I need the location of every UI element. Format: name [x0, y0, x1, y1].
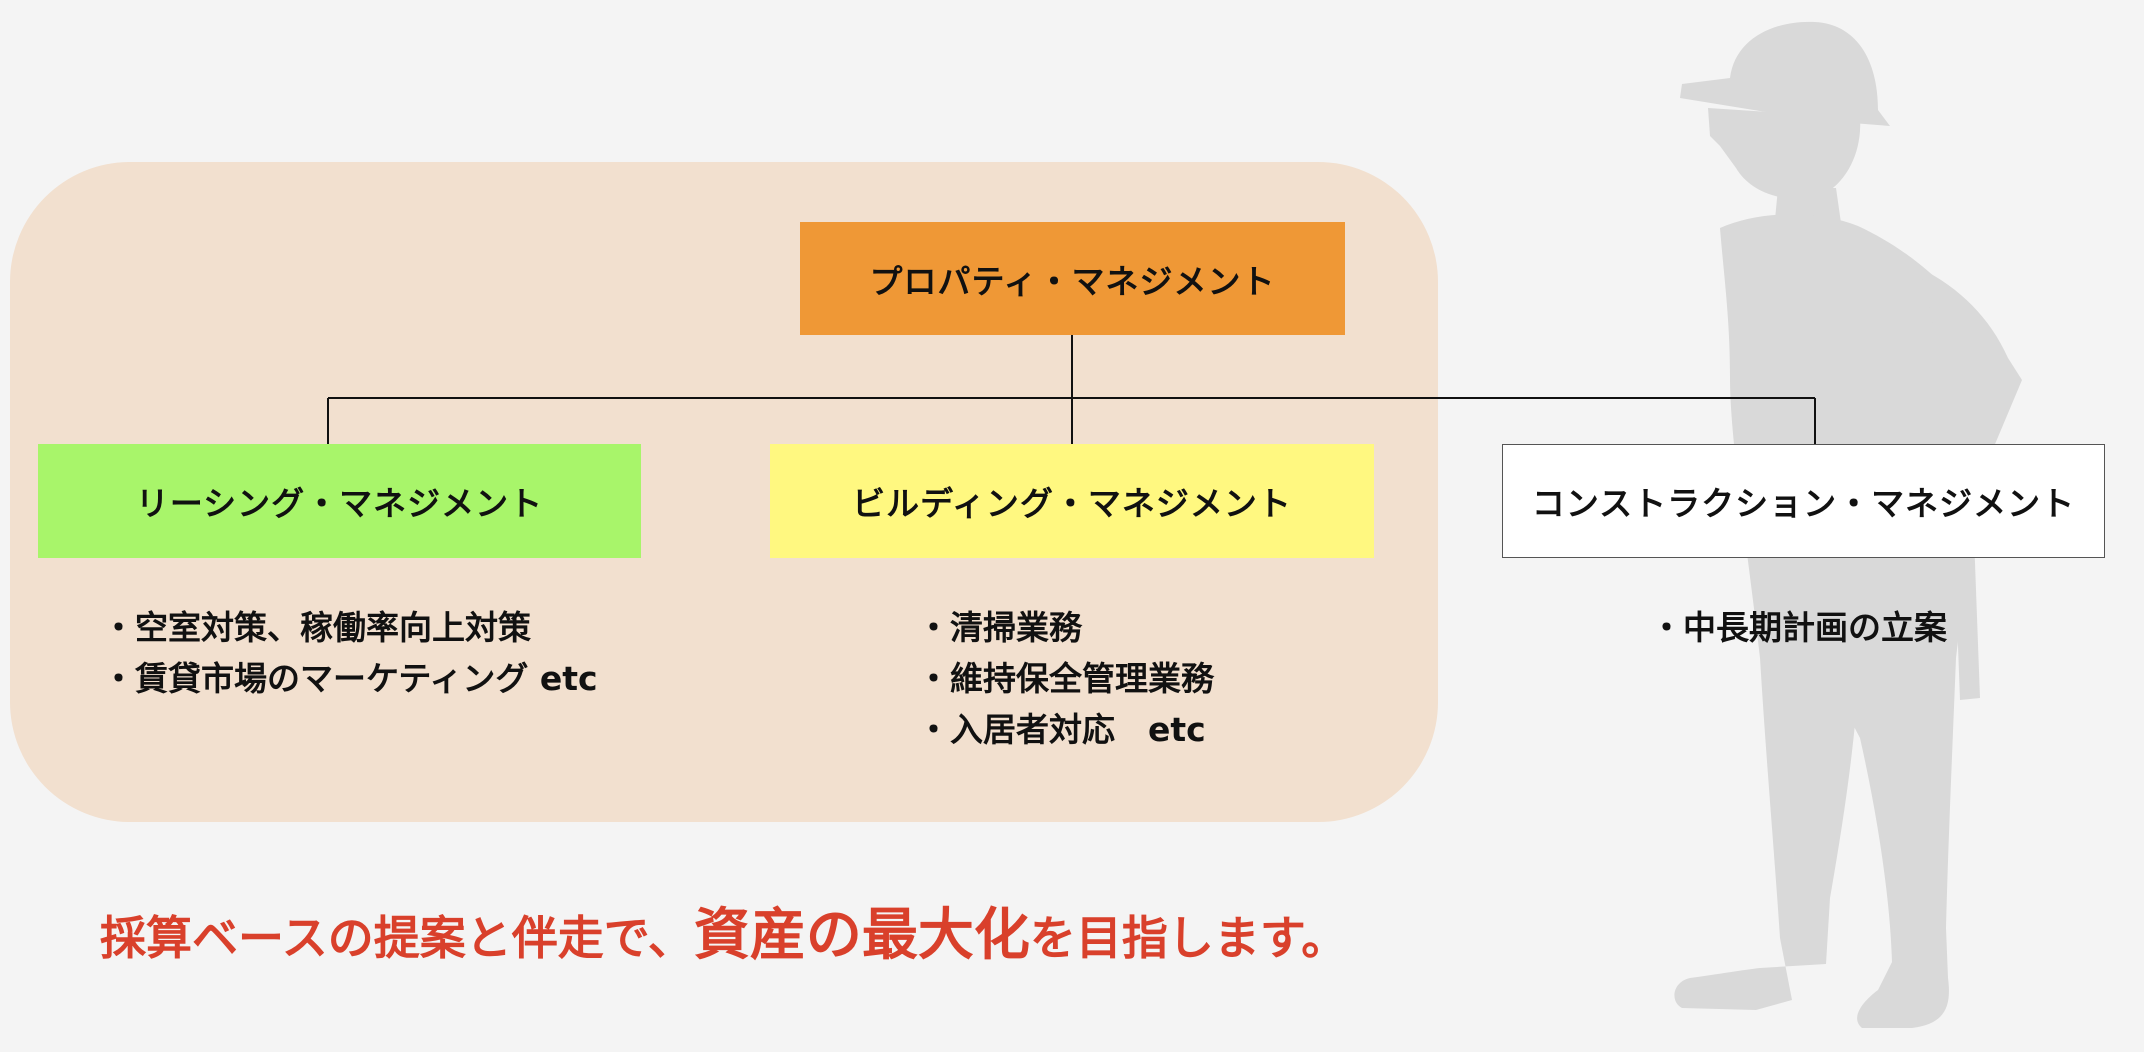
construction-management-label: コンストラクション・マネジメント [1531, 484, 2076, 523]
tagline-emphasis-asset: 資産 [693, 903, 806, 968]
leasing-management-items: 空室対策、稼働率向上対策 賃貸市場のマーケティング etc [102, 602, 598, 704]
list-item: 入居者対応 etc [917, 704, 1214, 755]
construction-management-box: コンストラクション・マネジメント [1502, 444, 2105, 558]
building-management-box: ビルディング・マネジメント [770, 444, 1374, 558]
leasing-management-label: リーシング・マネジメント [135, 484, 544, 523]
tagline-part-3: を目指します。 [1029, 911, 1348, 965]
tagline-emphasis-maximize: 最大化 [861, 903, 1030, 968]
tagline-part-2: の [805, 903, 862, 968]
list-item: 清掃業務 [917, 602, 1214, 653]
property-management-box: プロパティ・マネジメント [800, 222, 1345, 335]
list-item: 中長期計画の立案 [1650, 602, 1947, 653]
building-management-label: ビルディング・マネジメント [852, 484, 1292, 523]
list-item: 維持保全管理業務 [917, 653, 1214, 704]
building-management-items: 清掃業務 維持保全管理業務 入居者対応 etc [917, 602, 1214, 755]
tagline: 採算ベースの提案と伴走で、資産の最大化を目指します。 [100, 890, 1347, 971]
tagline-part-1: 採算ベースの提案と伴走で、 [100, 911, 694, 965]
list-item: 空室対策、稼働率向上対策 [102, 602, 598, 653]
list-item: 賃貸市場のマーケティング etc [102, 653, 598, 704]
construction-management-items: 中長期計画の立案 [1650, 602, 1947, 653]
property-management-label: プロパティ・マネジメント [869, 261, 1276, 301]
leasing-management-box: リーシング・マネジメント [38, 444, 641, 558]
